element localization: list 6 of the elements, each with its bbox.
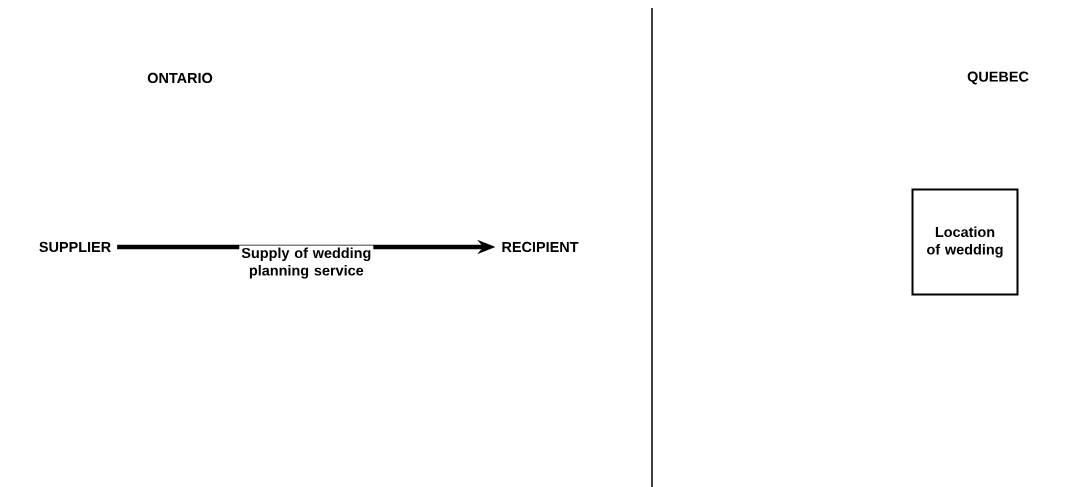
region-label: QUEBEC xyxy=(967,71,1029,85)
edge-label: Supply of wedding planning service xyxy=(239,245,374,281)
region-label: ONTARIO xyxy=(147,72,213,84)
party-label: RECIPIENT xyxy=(502,241,579,253)
party-label: SUPPLIER xyxy=(39,241,111,253)
location-box: Location of wedding xyxy=(911,188,1019,296)
